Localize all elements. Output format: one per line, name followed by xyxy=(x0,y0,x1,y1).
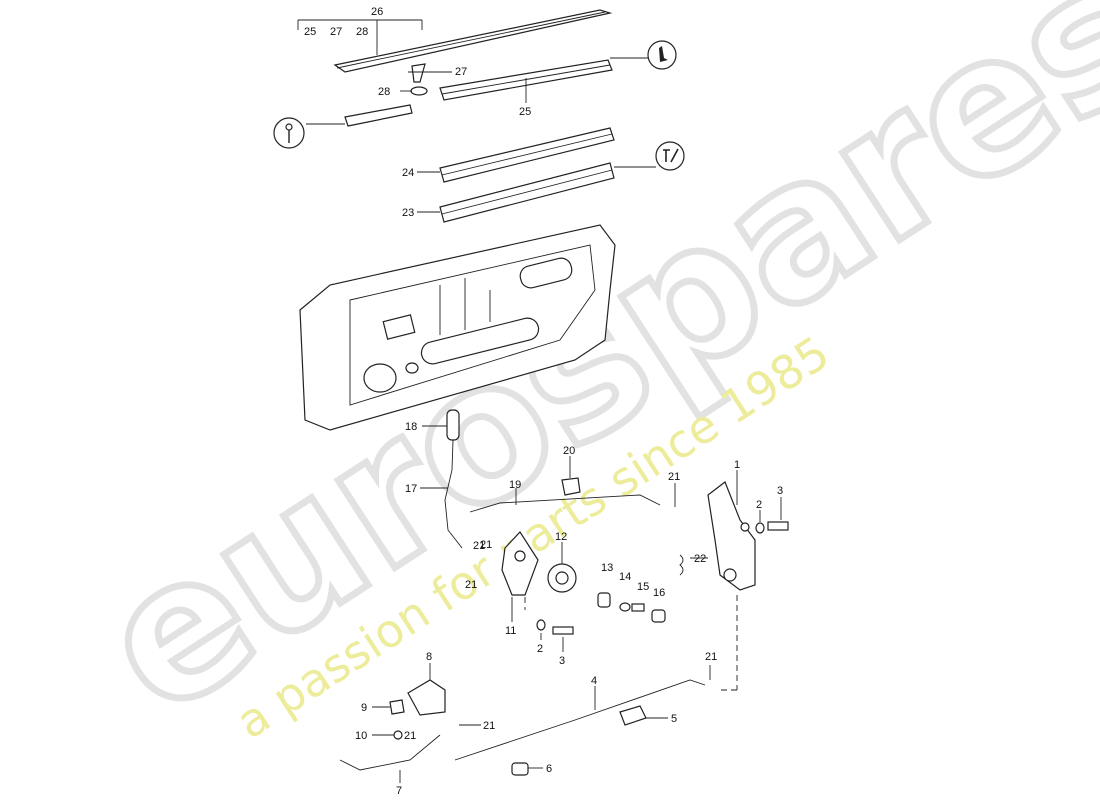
leader-lines xyxy=(306,57,782,783)
washer-14[interactable] xyxy=(619,602,631,612)
group-bracket-26 xyxy=(297,19,423,55)
callout-28: 28 xyxy=(378,86,390,98)
knob-18[interactable] xyxy=(446,409,460,441)
bushing-13[interactable] xyxy=(597,592,611,608)
clip-6[interactable] xyxy=(511,762,529,776)
clip-27[interactable] xyxy=(411,63,426,83)
callout-11: 11 xyxy=(505,625,516,637)
callout-25: 25 xyxy=(519,106,531,118)
callout-23: 23 xyxy=(402,207,414,219)
callout-8: 8 xyxy=(426,651,432,663)
key-icon xyxy=(273,117,305,149)
callout-group-25: 25 xyxy=(304,26,316,38)
callout-6: 6 xyxy=(546,763,552,775)
spring-22[interactable] xyxy=(679,554,684,576)
lever-11[interactable] xyxy=(501,531,539,596)
door-lock-1[interactable] xyxy=(707,481,756,591)
hinge-8[interactable] xyxy=(407,679,446,716)
callout-24: 24 xyxy=(402,167,414,179)
callout-17: 17 xyxy=(405,483,417,495)
rod-17[interactable] xyxy=(444,439,463,549)
pulley-12[interactable] xyxy=(547,563,577,593)
watermark-brand: eurospares xyxy=(64,0,1100,758)
screw-15[interactable] xyxy=(631,603,645,612)
screw-3-right[interactable] xyxy=(767,521,789,531)
screw-3-center[interactable] xyxy=(552,626,574,635)
washer-28[interactable] xyxy=(410,86,428,96)
rod-19[interactable] xyxy=(469,494,661,513)
clip-20[interactable] xyxy=(561,477,581,496)
callout-2-center: 2 xyxy=(537,643,543,655)
callout-12: 12 xyxy=(555,531,567,543)
callout-21-c: 21 xyxy=(465,579,477,591)
callout-26: 26 xyxy=(371,6,383,18)
watermark: eurospares a passion for parts since 198… xyxy=(61,0,1100,761)
callout-4: 4 xyxy=(591,675,597,687)
callout-group-27: 27 xyxy=(330,26,342,38)
bracket-9[interactable] xyxy=(389,699,405,715)
callout-15: 15 xyxy=(637,581,649,593)
trim-piece-left[interactable] xyxy=(344,104,413,127)
door-shell xyxy=(299,224,616,431)
callout-21-a: 21 xyxy=(668,471,680,483)
callout-19: 19 xyxy=(509,479,521,491)
washer-2-right[interactable] xyxy=(755,522,765,534)
callout-18: 18 xyxy=(405,421,417,433)
callout-5: 5 xyxy=(671,713,677,725)
callout-22: 22 xyxy=(694,553,706,565)
callout-16: 16 xyxy=(653,587,665,599)
callout-3-center: 3 xyxy=(559,655,565,667)
callout-3-right: 3 xyxy=(777,485,783,497)
tool-hand-icon xyxy=(647,40,677,70)
callout-14: 14 xyxy=(619,571,631,583)
callout-21-e: 21 xyxy=(483,720,495,732)
callout-21-f: 21 xyxy=(404,730,416,742)
callout-1: 1 xyxy=(734,459,740,471)
cable-4[interactable] xyxy=(454,679,706,761)
callout-13: 13 xyxy=(601,562,613,574)
callout-10: 10 xyxy=(355,730,367,742)
callout-21-d: 21 xyxy=(705,651,717,663)
bolt-10[interactable] xyxy=(393,730,403,740)
seal-24[interactable] xyxy=(439,127,615,183)
clip-5[interactable] xyxy=(619,705,647,726)
rod-7[interactable] xyxy=(339,734,441,771)
washer-2-center[interactable] xyxy=(536,619,546,631)
callout-9: 9 xyxy=(361,702,367,714)
callout-20: 20 xyxy=(563,445,575,457)
callout-labels: 26 25 27 28 27 28 25 24 23 18 17 19 20 2… xyxy=(304,6,783,797)
cap-16[interactable] xyxy=(651,609,666,623)
callout-2-right: 2 xyxy=(756,499,762,511)
callout-21-b: 21 xyxy=(480,539,492,551)
tool-check-icon xyxy=(655,141,685,171)
window-strip-26[interactable] xyxy=(333,9,613,73)
callout-21-g: 21 xyxy=(473,540,485,552)
callout-group-28: 28 xyxy=(356,26,368,38)
seal-23[interactable] xyxy=(439,162,615,223)
callout-27: 27 xyxy=(455,66,467,78)
callout-7: 7 xyxy=(396,785,402,797)
